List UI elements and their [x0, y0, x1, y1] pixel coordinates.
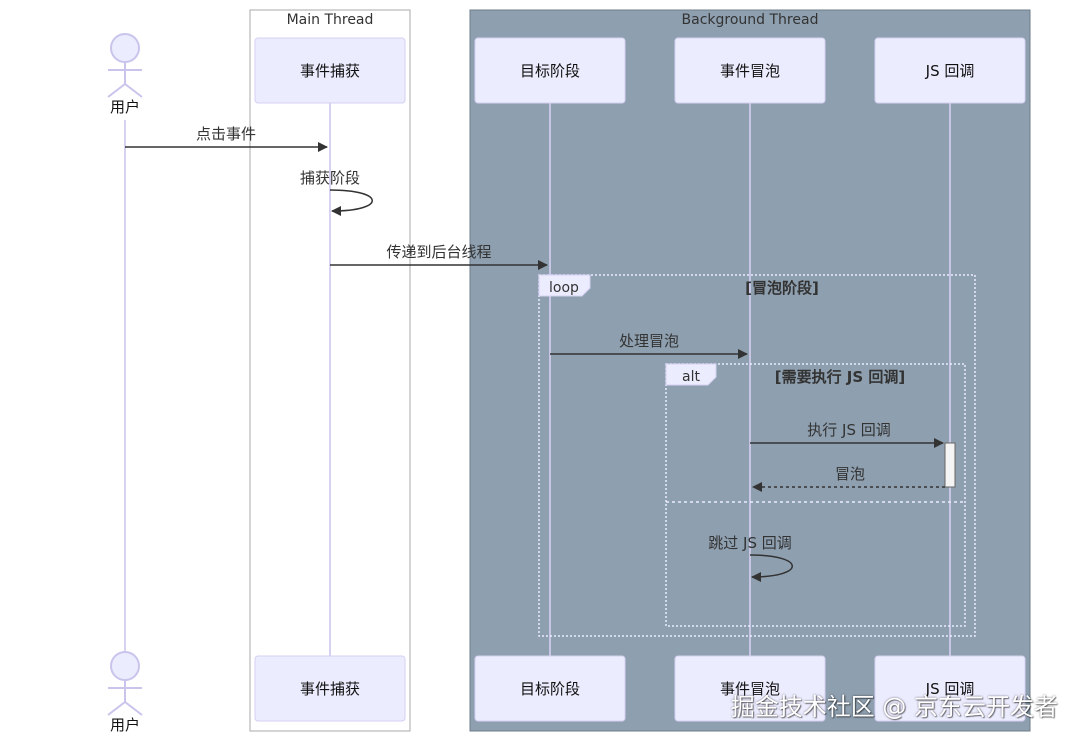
participant-target-label: 目标阶段 [520, 62, 580, 80]
activation-bar [944, 442, 956, 488]
actor-user-label: 用户 [110, 716, 140, 734]
message-click-label: 点击事件 [196, 125, 256, 143]
alt-block: alt [需要执行 JS 回调] [665, 363, 966, 627]
participant-target-bottom: 目标阶段 [474, 655, 626, 722]
message-skip-js-label: 跳过 JS 回调 [708, 534, 791, 552]
loop-label: [冒泡阶段] [745, 279, 819, 297]
actor-user-bottom: 用户 [107, 651, 143, 734]
actor-user-top: 用户 [107, 33, 143, 116]
message-to-background: 传递到后台线程 [330, 243, 548, 270]
participant-jscb-label: JS 回调 [925, 62, 975, 80]
message-process-bubble-label: 处理冒泡 [619, 332, 679, 350]
message-capture-phase-label: 捕获阶段 [300, 169, 360, 187]
participant-capture-label: 事件捕获 [300, 680, 360, 698]
message-capture-phase: 捕获阶段 [300, 169, 373, 216]
message-bubble-return: 冒泡 [752, 465, 945, 492]
lifelines [124, 103, 951, 656]
message-bubble-return-label: 冒泡 [835, 465, 865, 483]
group-background-thread-label: Background Thread [682, 12, 819, 28]
participant-bubble-bottom: 事件冒泡 [674, 655, 826, 722]
message-to-background-label: 传递到后台线程 [386, 243, 491, 261]
loop-keyword: loop [549, 280, 579, 296]
message-exec-js: 执行 JS 回调 [750, 421, 944, 448]
message-exec-js-label: 执行 JS 回调 [807, 421, 890, 439]
participant-target-label: 目标阶段 [520, 680, 580, 698]
actor-user-label: 用户 [110, 98, 140, 116]
alt-keyword: alt [682, 369, 700, 385]
person-icon [107, 33, 143, 98]
participant-jscb-label: JS 回调 [925, 680, 975, 698]
participant-target-top: 目标阶段 [474, 37, 626, 104]
message-skip-js: 跳过 JS 回调 [708, 534, 793, 582]
participant-bubble-label: 事件冒泡 [720, 62, 780, 80]
message-click: 点击事件 [125, 125, 328, 152]
alt-label: [需要执行 JS 回调] [775, 368, 906, 386]
watermark: 掘金技术社区 @ 京东云开发者 [730, 693, 1058, 721]
participant-capture-top: 事件捕获 [254, 37, 406, 104]
participant-bubble-label: 事件冒泡 [720, 680, 780, 698]
participant-jscb-bottom: JS 回调 [874, 655, 1026, 722]
loop-block: loop [冒泡阶段] [538, 274, 976, 637]
group-main-thread-label: Main Thread [287, 12, 374, 28]
person-icon [107, 651, 143, 716]
participant-capture-label: 事件捕获 [300, 62, 360, 80]
participant-jscb-top: JS 回调 [874, 37, 1026, 104]
participant-bubble-top: 事件冒泡 [674, 37, 826, 104]
participant-capture-bottom: 事件捕获 [254, 655, 406, 722]
message-process-bubble: 处理冒泡 [550, 332, 748, 359]
